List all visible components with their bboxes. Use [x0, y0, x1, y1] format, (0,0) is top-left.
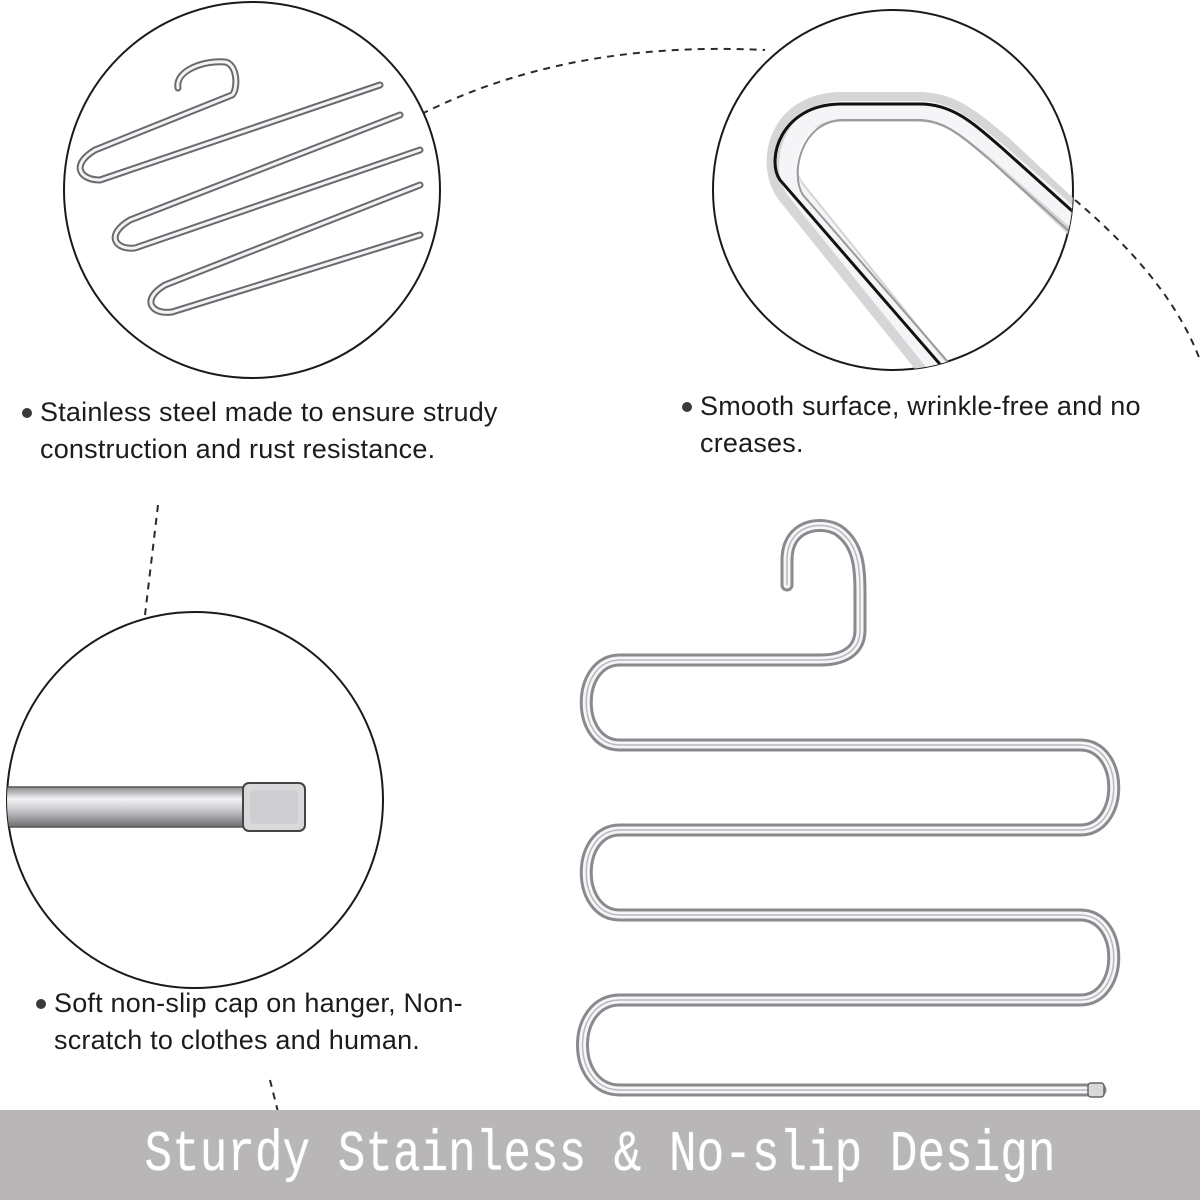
connector-left	[144, 504, 159, 616]
feature-text: Soft non-slip cap on hanger, Non-scratch…	[54, 988, 463, 1055]
feature-text: Stainless steel made to ensure strudy co…	[40, 397, 498, 464]
feature-stainless-steel: Stainless steel made to ensure strudy co…	[22, 394, 500, 468]
dashed-connectors	[144, 47, 1200, 1200]
feature-text: Smooth surface, wrinkle-free and no crea…	[700, 391, 1141, 458]
feature-smooth-surface: Smooth surface, wrinkle-free and no crea…	[682, 388, 1160, 462]
bullet-dot-icon	[22, 408, 32, 418]
bullet-dot-icon	[36, 999, 46, 1009]
main-hanger-product	[576, 518, 1121, 1098]
banner-title: Sturdy Stainless & No-slip Design	[144, 1122, 1056, 1188]
callout-hanger-overview	[63, 1, 441, 379]
connector-right-arc	[1074, 199, 1200, 361]
end-cap	[1087, 1082, 1105, 1098]
callout-non-slip-cap	[6, 611, 384, 989]
callout-smooth-bend	[712, 9, 1074, 371]
bottom-banner: Sturdy Stainless & No-slip Design	[0, 1110, 1200, 1200]
feature-non-slip-cap: Soft non-slip cap on hanger, Non-scratch…	[36, 985, 474, 1059]
bullet-dot-icon	[682, 402, 692, 412]
connector-top	[409, 47, 766, 121]
